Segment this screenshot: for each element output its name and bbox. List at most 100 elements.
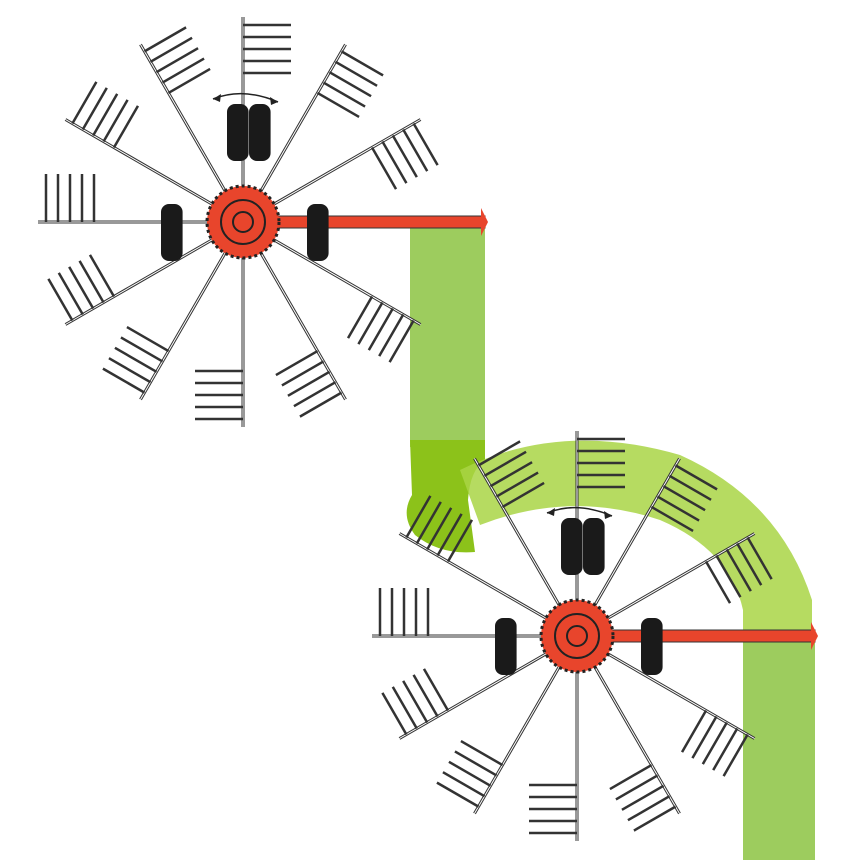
tine xyxy=(405,495,432,539)
arrow-head-icon xyxy=(547,508,555,516)
tine xyxy=(57,272,84,316)
tine xyxy=(454,750,498,777)
tine xyxy=(701,721,728,765)
tine xyxy=(621,784,665,811)
tine xyxy=(674,464,718,491)
tine xyxy=(650,505,694,533)
tine xyxy=(715,554,742,598)
tine xyxy=(334,60,378,87)
tine xyxy=(477,440,521,467)
tine xyxy=(662,485,706,512)
tine xyxy=(81,87,108,131)
tine xyxy=(633,805,677,832)
tine xyxy=(426,507,453,551)
tine xyxy=(448,760,492,787)
tyre xyxy=(227,104,249,161)
tine xyxy=(501,481,545,509)
rotation-arrow-icon xyxy=(546,506,613,517)
hub-center xyxy=(566,625,588,647)
tine xyxy=(691,715,718,759)
hub-ring xyxy=(220,199,266,245)
tyre xyxy=(161,204,183,261)
swath-strip-rotor-2 xyxy=(743,636,815,860)
tyre xyxy=(561,518,583,575)
tine xyxy=(378,313,405,357)
rotor-1 xyxy=(38,17,488,427)
tine xyxy=(149,36,193,63)
tine xyxy=(316,91,360,119)
tine xyxy=(370,146,398,190)
tine xyxy=(381,140,408,184)
tine xyxy=(446,519,474,563)
tine xyxy=(120,336,164,363)
tine xyxy=(391,686,418,730)
tine xyxy=(367,307,394,351)
tine xyxy=(436,513,463,557)
tine xyxy=(412,674,439,718)
swath-strip-rotor-1 xyxy=(410,222,485,447)
tine xyxy=(346,295,374,339)
tyre xyxy=(249,104,271,161)
tyre xyxy=(583,518,605,575)
tine xyxy=(442,771,486,798)
tine xyxy=(680,709,708,753)
tine xyxy=(299,391,343,418)
beam-end xyxy=(481,208,488,236)
tine xyxy=(322,81,366,108)
tine xyxy=(126,325,170,353)
hub-center xyxy=(232,211,254,233)
tine xyxy=(161,57,205,84)
hub-ring xyxy=(554,613,600,659)
tine xyxy=(722,733,749,777)
tine xyxy=(381,692,408,736)
tine xyxy=(415,501,442,545)
tine xyxy=(412,122,439,166)
tine xyxy=(704,560,732,604)
tine xyxy=(68,266,95,310)
tine xyxy=(155,47,199,74)
arrow-head-icon xyxy=(213,94,221,102)
tine xyxy=(102,99,129,143)
tyre xyxy=(307,204,329,261)
tine xyxy=(340,50,384,77)
swath-layer xyxy=(406,222,815,860)
tine xyxy=(275,349,319,377)
arrow-head-icon xyxy=(270,97,278,105)
tine xyxy=(71,81,98,125)
arrow-head-icon xyxy=(604,511,612,519)
tine xyxy=(422,668,450,712)
tine xyxy=(143,26,187,53)
tine xyxy=(78,260,105,304)
tine xyxy=(357,301,384,345)
rotor-2 xyxy=(372,431,818,841)
tine xyxy=(281,360,325,387)
tine xyxy=(736,542,763,586)
tine xyxy=(92,93,119,137)
tine xyxy=(328,71,372,98)
tine xyxy=(108,357,152,384)
tyre xyxy=(641,618,663,675)
tine xyxy=(627,795,671,822)
tyre xyxy=(495,618,517,675)
tine xyxy=(436,781,480,808)
tine xyxy=(656,495,700,522)
tine xyxy=(287,370,331,397)
tine xyxy=(460,739,504,767)
tine xyxy=(483,450,527,477)
tine xyxy=(88,254,116,298)
tine xyxy=(112,105,140,149)
rotation-arrow-icon xyxy=(212,92,279,103)
tine xyxy=(668,474,712,501)
tine xyxy=(293,381,337,408)
tine xyxy=(495,471,539,498)
tine xyxy=(746,536,773,580)
tine xyxy=(388,319,415,363)
tine xyxy=(725,548,752,592)
tine xyxy=(114,346,158,373)
beam-end xyxy=(811,622,818,650)
tine xyxy=(47,278,74,322)
tine xyxy=(102,367,146,394)
tine xyxy=(615,774,659,801)
tine xyxy=(712,727,739,771)
